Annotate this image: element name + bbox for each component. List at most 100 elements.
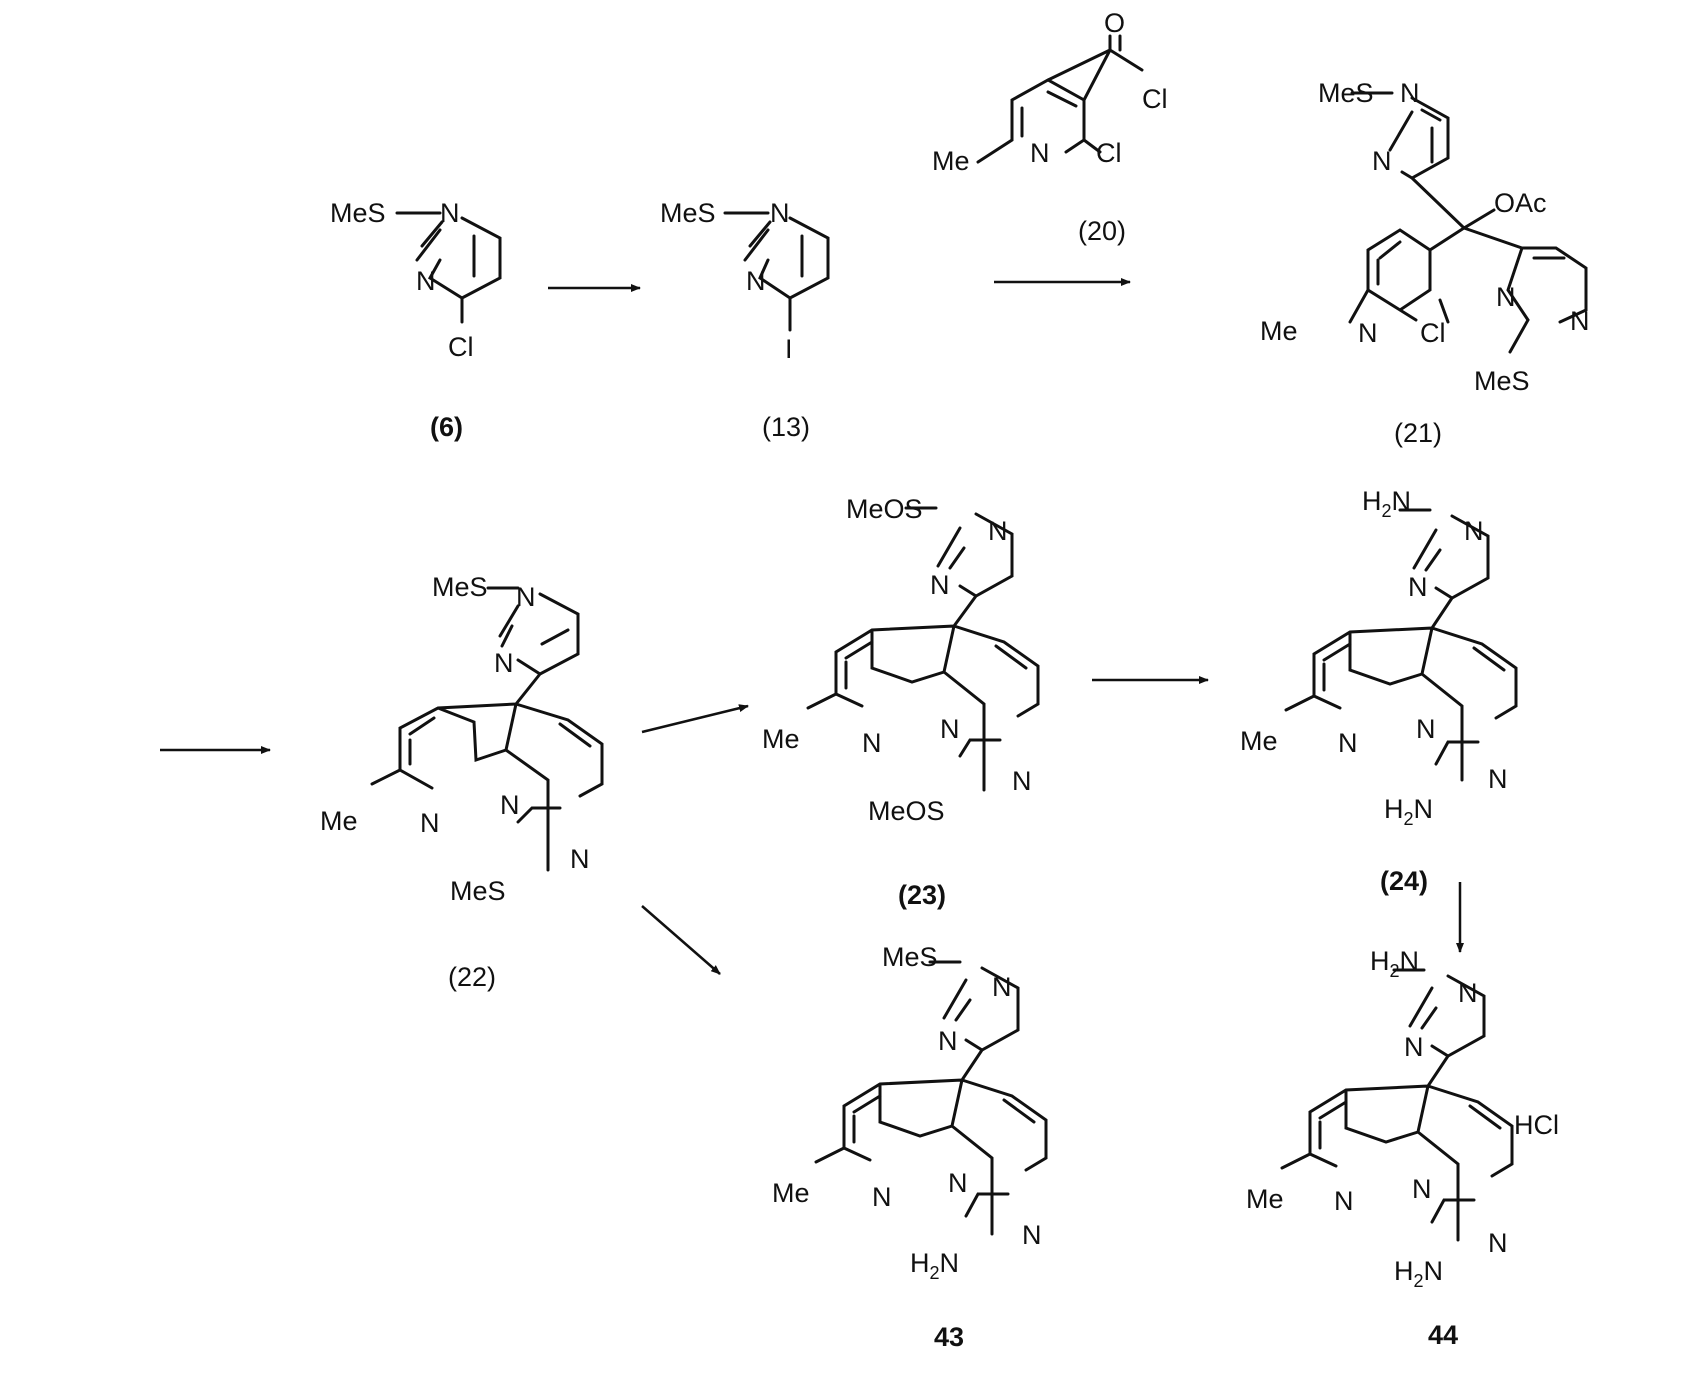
atom-n: N xyxy=(1488,1228,1508,1258)
atom-n: N xyxy=(1030,138,1050,168)
atom-h2n-sub: 2 xyxy=(1390,961,1400,981)
atom-me: Me xyxy=(932,146,970,176)
atom-n: N xyxy=(988,516,1008,546)
compound-13-label: (13) xyxy=(762,412,810,442)
atom-n: N xyxy=(1488,764,1508,794)
atom-n: N xyxy=(420,808,440,838)
compound-13-structure: MeS N N I xyxy=(660,198,828,364)
reaction-arrow xyxy=(642,706,748,732)
atom-n: N xyxy=(948,1168,968,1198)
atom-meos: MeOS xyxy=(868,796,945,826)
atom-mes: MeS xyxy=(660,198,716,228)
atom-n: N xyxy=(1022,1220,1042,1250)
atom-n: N xyxy=(940,714,960,744)
atom-cl: Cl xyxy=(1420,318,1446,348)
atom-n: N xyxy=(992,972,1012,1002)
atom-n: N xyxy=(746,266,766,296)
compound-43-label: 43 xyxy=(934,1322,964,1352)
atom-n: N xyxy=(1408,572,1428,602)
atom-mes: MeS xyxy=(330,198,386,228)
compound-6-structure: MeS N N Cl xyxy=(330,198,500,362)
atom-me: Me xyxy=(762,724,800,754)
atom-n: N xyxy=(938,1026,958,1056)
compound-43-structure: MeS N N Me N N N H2N xyxy=(772,942,1046,1283)
atom-h2n-sub: 2 xyxy=(1414,1271,1424,1291)
atom-n: N xyxy=(1416,714,1436,744)
atom-h2n-n: N xyxy=(940,1248,960,1278)
atom-h2n-n: N xyxy=(1424,1256,1444,1286)
atom-mes: MeS xyxy=(1318,78,1374,108)
atom-n: N xyxy=(440,198,460,228)
atom-meos: MeOS xyxy=(846,494,923,524)
atom-i: I xyxy=(785,334,793,364)
atom-h2n-n: N xyxy=(1400,946,1420,976)
atom-h2n: H2N xyxy=(1394,1256,1443,1291)
atom-mes: MeS xyxy=(450,876,506,906)
atom-mes: MeS xyxy=(1474,366,1530,396)
atom-n: N xyxy=(1404,1032,1424,1062)
atom-n: N xyxy=(1400,78,1420,108)
atom-h2n: H2N xyxy=(1362,486,1411,521)
compound-22-label: (22) xyxy=(448,962,496,992)
compound-20-label: (20) xyxy=(1078,216,1126,246)
atom-h2n-sub: 2 xyxy=(930,1263,940,1283)
atom-n: N xyxy=(1334,1186,1354,1216)
compound-22-structure: MeS N N Me N N N MeS xyxy=(320,572,602,906)
compound-24-label: (24) xyxy=(1380,866,1428,896)
compound-44-label: 44 xyxy=(1428,1320,1458,1350)
atom-n: N xyxy=(1412,1174,1432,1204)
atom-h2n: H2N xyxy=(1370,946,1419,981)
hcl-salt-label: HCl xyxy=(1514,1110,1559,1140)
compound-21-structure: MeS N N OAc Me N Cl N N MeS xyxy=(1260,78,1590,396)
atom-mes: MeS xyxy=(432,572,488,602)
atom-h2n: H2N xyxy=(1384,794,1433,829)
atom-n: N xyxy=(494,648,514,678)
atom-h2n-h: H xyxy=(1362,486,1382,516)
atom-h2n-n: N xyxy=(1392,486,1412,516)
atom-n: N xyxy=(872,1182,892,1212)
atom-n: N xyxy=(500,790,520,820)
atom-n: N xyxy=(930,570,950,600)
atom-n: N xyxy=(570,844,590,874)
atom-h2n-sub: 2 xyxy=(1404,809,1414,829)
atom-n: N xyxy=(1372,146,1392,176)
atom-h2n-h: H xyxy=(1394,1256,1414,1286)
atom-cl: Cl xyxy=(1096,138,1122,168)
compound-23-structure: MeOS N N Me N N N MeOS xyxy=(762,494,1038,826)
atom-n: N xyxy=(1338,728,1358,758)
compound-21-label: (21) xyxy=(1394,418,1442,448)
atom-n: N xyxy=(416,266,436,296)
atom-n: N xyxy=(862,728,882,758)
atom-n: N xyxy=(516,582,536,612)
atom-cl: Cl xyxy=(448,332,474,362)
atom-oac: OAc xyxy=(1494,188,1547,218)
atom-h2n-h: H xyxy=(1384,794,1404,824)
atom-me: Me xyxy=(1246,1184,1284,1214)
atom-h2n: H2N xyxy=(910,1248,959,1283)
atom-n: N xyxy=(1012,766,1032,796)
compound-44-structure: H2N N N HCl Me N N N H2N xyxy=(1246,946,1559,1291)
atom-h2n-n: N xyxy=(1414,794,1434,824)
atom-n: N xyxy=(1464,516,1484,546)
compound-23-label: (23) xyxy=(898,880,946,910)
atom-me: Me xyxy=(772,1178,810,1208)
atom-cl: Cl xyxy=(1142,84,1168,114)
reaction-arrow xyxy=(642,906,720,974)
atom-me: Me xyxy=(1260,316,1298,346)
compound-20-structure: O Cl Me N Cl xyxy=(932,8,1168,176)
atom-h2n-h: H xyxy=(1370,946,1390,976)
atom-n: N xyxy=(1496,282,1516,312)
atom-me: Me xyxy=(1240,726,1278,756)
atom-me: Me xyxy=(320,806,358,836)
atom-h2n-sub: 2 xyxy=(1382,501,1392,521)
atom-n: N xyxy=(1458,978,1478,1008)
atom-n: N xyxy=(1358,318,1378,348)
compound-24-structure: H2N N N Me N N N H2N xyxy=(1240,486,1516,829)
atom-h2n-h: H xyxy=(910,1248,930,1278)
compound-6-label: (6) xyxy=(430,412,463,442)
atom-mes: MeS xyxy=(882,942,938,972)
atom-n: N xyxy=(1570,306,1590,336)
atom-o: O xyxy=(1104,8,1125,38)
atom-n: N xyxy=(770,198,790,228)
